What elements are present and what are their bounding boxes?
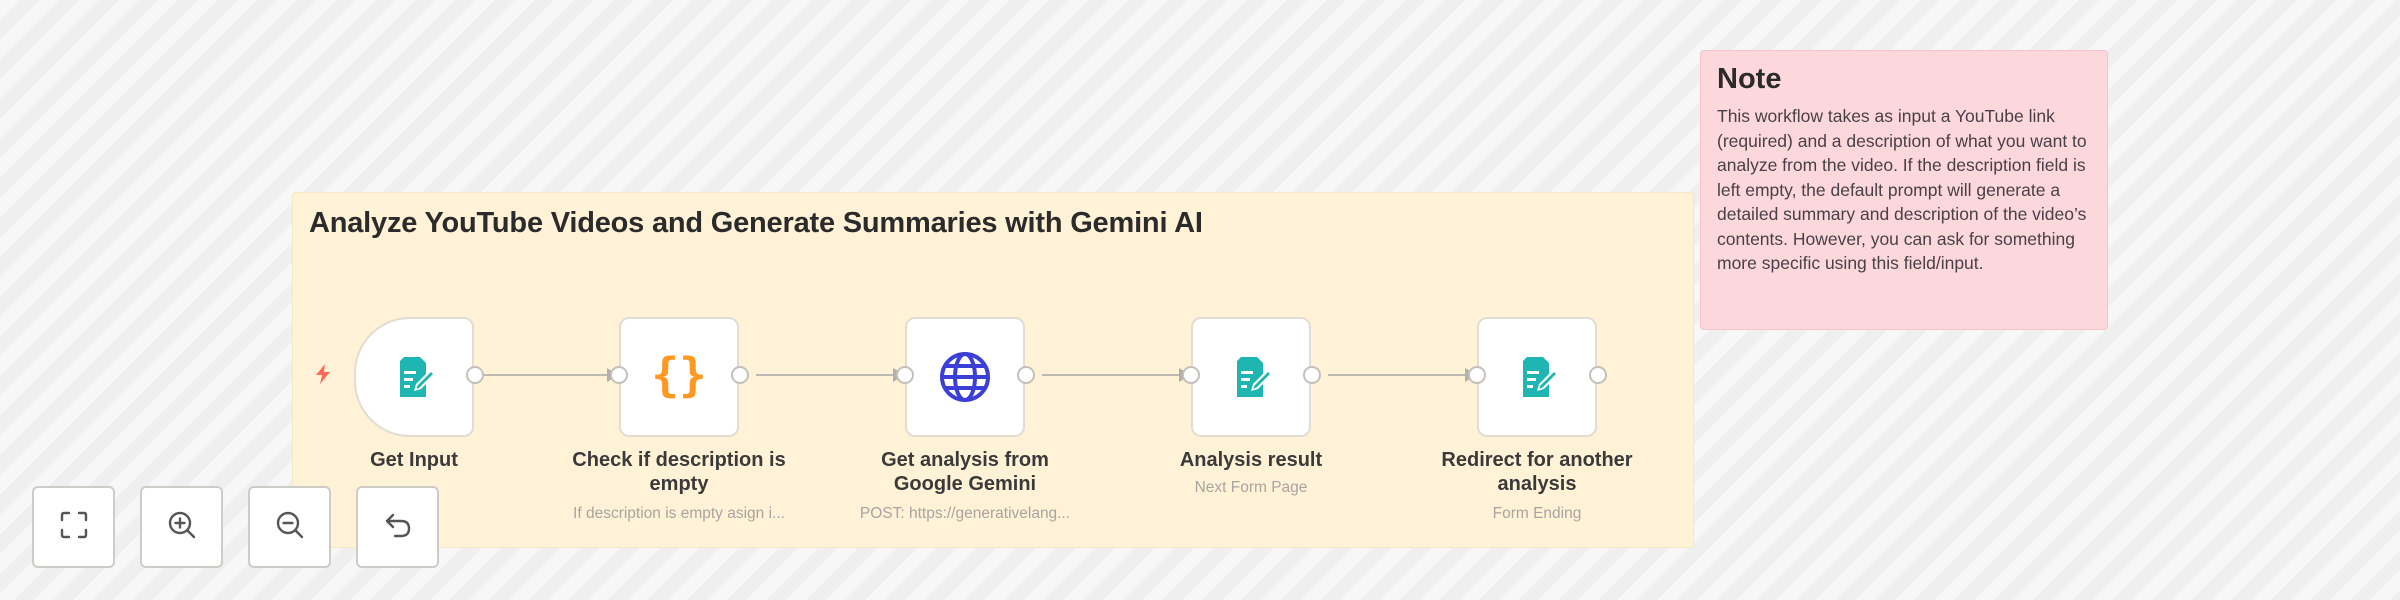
globe-icon (938, 350, 992, 404)
node-check-description[interactable]: {} (619, 317, 739, 437)
connection-edge[interactable] (756, 368, 905, 382)
form-edit-icon (390, 353, 438, 401)
note-title: Note (1717, 63, 1782, 95)
node-analysis-result[interactable] (1191, 317, 1311, 437)
output-handle[interactable] (1589, 366, 1607, 384)
input-handle[interactable] (610, 366, 628, 384)
node-subtitle: POST: https://generativelang... (859, 505, 1071, 522)
input-handle[interactable] (1468, 366, 1486, 384)
canvas-controls (32, 486, 439, 568)
form-edit-icon (1513, 353, 1561, 401)
input-handle[interactable] (896, 366, 914, 384)
node-subtitle: Form Ending (1492, 505, 1582, 522)
undo-icon (383, 510, 413, 545)
node-label: Get analysis from Google Gemini (881, 449, 1049, 495)
node-label: Analysis result (1179, 449, 1323, 471)
fit-view-button[interactable] (32, 486, 115, 568)
output-handle[interactable] (731, 366, 749, 384)
output-handle[interactable] (466, 366, 484, 384)
workflow-group-sticky[interactable]: Analyze YouTube Videos and Generate Summ… (292, 192, 1694, 548)
node-subtitle: If description is empty asign i... (573, 505, 785, 522)
curly-braces-icon: {} (651, 349, 707, 405)
connection-edge[interactable] (484, 368, 619, 382)
workflow-title: Analyze YouTube Videos and Generate Summ… (309, 207, 1203, 239)
fit-view-icon (59, 510, 89, 545)
form-edit-icon (1227, 353, 1275, 401)
output-handle[interactable] (1017, 366, 1035, 384)
connection-edge[interactable] (1042, 368, 1191, 382)
output-handle[interactable] (1303, 366, 1321, 384)
node-get-input[interactable] (354, 317, 474, 437)
node-label: Check if description is empty (572, 449, 786, 495)
svg-text:{}: {} (651, 349, 706, 402)
lightning-bolt-icon (313, 363, 333, 390)
input-handle[interactable] (1182, 366, 1200, 384)
node-redirect[interactable] (1477, 317, 1597, 437)
node-subtitle: Next Form Page (1194, 479, 1308, 496)
node-label: Redirect for another analysis (1441, 449, 1633, 495)
node-label: Get Input (370, 449, 458, 471)
node-gemini-request[interactable] (905, 317, 1025, 437)
zoom-in-button[interactable] (140, 486, 223, 568)
zoom-in-icon (167, 510, 197, 545)
note-sticky[interactable]: Note This workflow takes as input a YouT… (1700, 50, 2108, 330)
connection-edge[interactable] (1328, 368, 1477, 382)
reset-zoom-button[interactable] (356, 486, 439, 568)
note-body: This workflow takes as input a YouTube l… (1717, 106, 2087, 273)
zoom-out-button[interactable] (248, 486, 331, 568)
zoom-out-icon (275, 510, 305, 545)
